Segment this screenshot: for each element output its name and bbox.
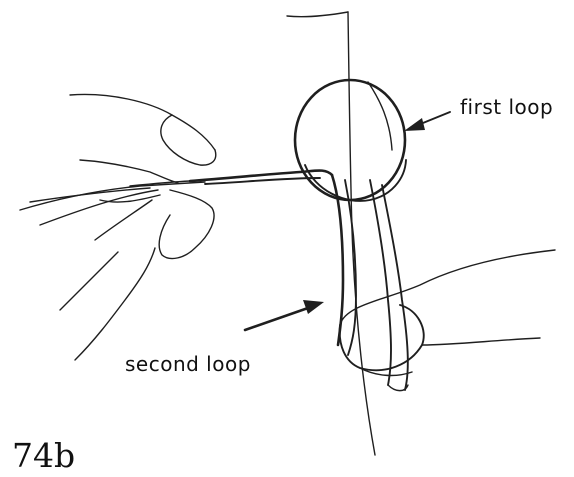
first-loop-label: first loop (460, 95, 553, 119)
needle-line (287, 12, 375, 455)
second-loop-arrow (245, 300, 324, 330)
second-loop-label: second loop (125, 352, 251, 376)
first-loop-arrow (404, 112, 450, 131)
thread-left-strands (20, 181, 205, 225)
lower-left-thumb (60, 190, 214, 360)
figure-number: 74b (12, 436, 75, 475)
second-loop (332, 175, 408, 391)
upper-left-finger (70, 94, 216, 183)
right-lower-finger (340, 250, 555, 375)
